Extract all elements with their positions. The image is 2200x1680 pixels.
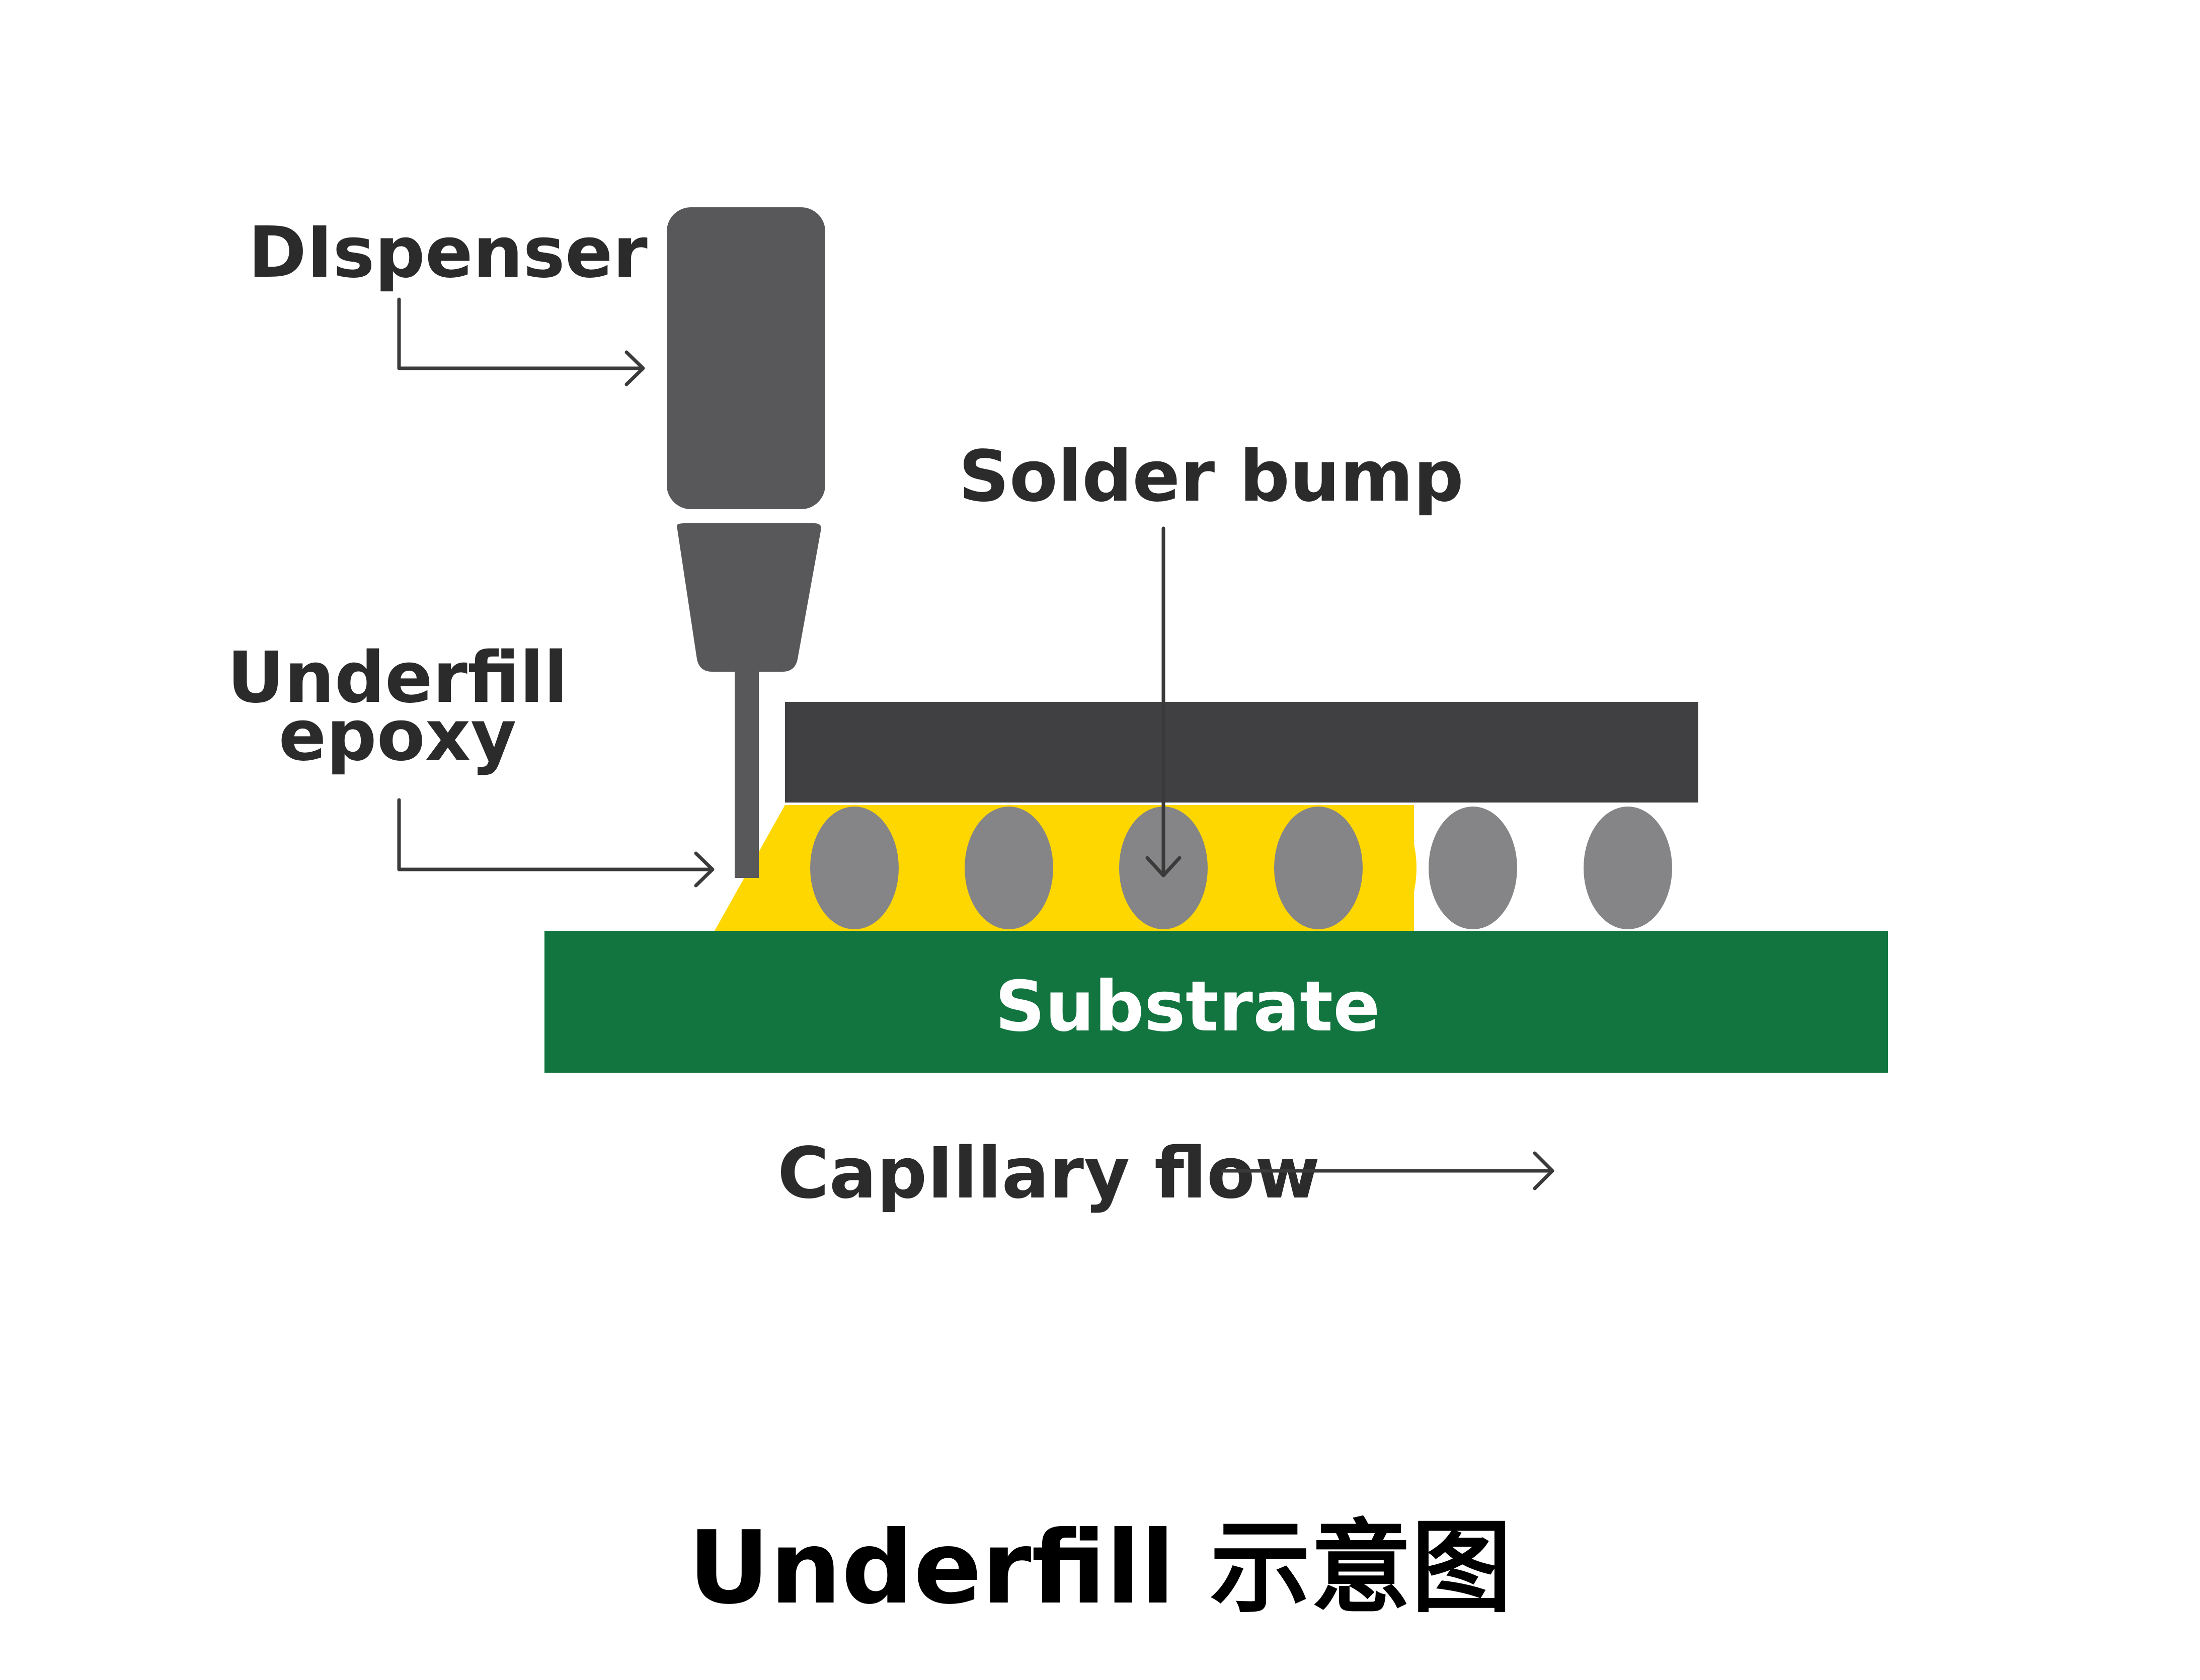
solder-bump (1274, 807, 1363, 929)
underfill-label-line2: epoxy (279, 695, 517, 777)
substrate-label: Substrate (995, 966, 1380, 1047)
capillary-flow-arrowhead (1533, 1151, 1554, 1190)
underfill-arrowhead (694, 851, 715, 888)
dispenser-arrowhead (624, 350, 645, 386)
substrate (544, 931, 1888, 1073)
underfill-arrow (397, 798, 711, 871)
dispenser-nozzle (677, 523, 821, 672)
solder-bump (965, 807, 1053, 929)
solder-bump (1584, 807, 1672, 929)
epoxy-flow-front (1394, 805, 1417, 931)
dispenser-label: DIspenser (248, 212, 648, 294)
dispenser-body (667, 207, 825, 509)
caption: Underfill 示意图 (688, 1509, 1512, 1627)
solder-bump (810, 807, 899, 929)
solder-bump (1429, 807, 1517, 929)
die (785, 702, 1698, 803)
capillary-flow-label: CapIllary flow (777, 1133, 1320, 1215)
dispenser-arrow (397, 297, 641, 370)
dispenser-needle (735, 669, 759, 878)
solder-bump-label: Solder bump (959, 436, 1464, 518)
underfill-label-line1: Underfill (227, 637, 568, 719)
solder-bumps (810, 807, 1672, 929)
solder-bump-arrowhead (1145, 856, 1182, 877)
